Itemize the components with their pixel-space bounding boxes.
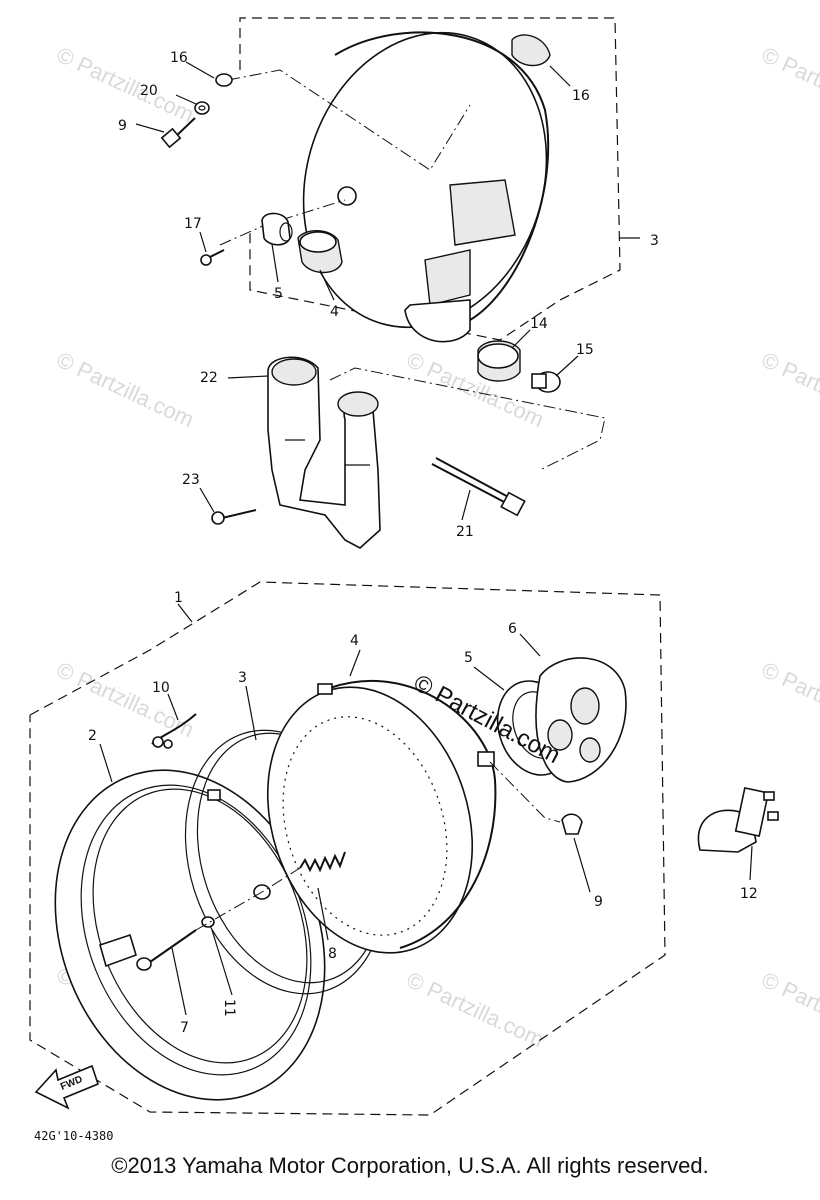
callout-9: 9 bbox=[118, 118, 127, 134]
screw-7 bbox=[136, 929, 197, 971]
callout-2: 2 bbox=[88, 728, 97, 744]
headlight-housing bbox=[302, 31, 551, 343]
copyright-footer: ©2013 Yamaha Motor Corporation, U.S.A. A… bbox=[111, 1153, 709, 1178]
sealed-beam-unit bbox=[266, 679, 497, 954]
dust-cover bbox=[535, 657, 627, 783]
washer-16-left bbox=[215, 73, 233, 87]
callout-20: 20 bbox=[140, 83, 158, 99]
bushing-4 bbox=[297, 230, 343, 274]
bushing-14 bbox=[477, 340, 521, 382]
callout-8: 8 bbox=[328, 946, 337, 962]
callout-1: 1 bbox=[174, 590, 183, 606]
callout-21: 21 bbox=[456, 524, 474, 540]
collar-15 bbox=[531, 371, 561, 393]
fwd-arrow-icon: FWD bbox=[34, 1064, 99, 1110]
bolt-9-top bbox=[160, 117, 196, 149]
callout-22: 22 bbox=[200, 370, 218, 386]
callout-4: 4 bbox=[330, 304, 339, 320]
callout-17: 17 bbox=[184, 216, 202, 232]
callout-14: 14 bbox=[530, 316, 548, 332]
diagram-code: 42G'10-4380 bbox=[34, 1129, 113, 1143]
callout-16: 16 bbox=[572, 88, 590, 104]
svg-text:© Partzilla.com: © Partzilla.com bbox=[53, 347, 198, 432]
callout-4: 4 bbox=[350, 633, 359, 649]
headlight-unit-group-outline bbox=[29, 581, 666, 1116]
svg-text:© Partzilla.com: © Partzilla.com bbox=[403, 967, 548, 1052]
callout-10: 10 bbox=[152, 680, 170, 696]
spring-8 bbox=[299, 851, 346, 873]
clip-10 bbox=[151, 713, 197, 749]
svg-text:© Partzilla.com: © Partzilla.com bbox=[758, 42, 820, 127]
headlight-stay bbox=[267, 356, 381, 549]
svg-text:© Partzilla.com: © Partzilla.com bbox=[758, 967, 820, 1052]
callout-3: 3 bbox=[238, 670, 247, 686]
exploded-parts-diagram: © Partzilla.com © Partzilla.com © Partzi… bbox=[29, 17, 820, 1143]
svg-text:© Partzilla.com: © Partzilla.com bbox=[403, 347, 548, 432]
callout-5: 5 bbox=[464, 650, 473, 666]
callout-11: 11 bbox=[221, 999, 237, 1017]
grommet-5 bbox=[261, 212, 293, 246]
callout-16: 16 bbox=[170, 50, 188, 66]
bolt-23 bbox=[211, 509, 257, 525]
callout-9: 9 bbox=[594, 894, 603, 910]
washer-20 bbox=[194, 101, 210, 115]
callout-5: 5 bbox=[274, 286, 283, 302]
callout-6: 6 bbox=[508, 621, 517, 637]
headlight-bulb bbox=[697, 787, 779, 853]
screw-9-bottom bbox=[561, 813, 583, 835]
screw-17 bbox=[200, 249, 225, 266]
callout-3: 3 bbox=[650, 233, 659, 249]
callout-23: 23 bbox=[182, 472, 200, 488]
bolt-21 bbox=[431, 457, 526, 517]
housing-group-outline bbox=[239, 17, 621, 341]
callout-7: 7 bbox=[180, 1020, 189, 1036]
callout-15: 15 bbox=[576, 342, 594, 358]
svg-text:© Partzilla.com: © Partzilla.com bbox=[758, 347, 820, 432]
callout-12: 12 bbox=[740, 886, 758, 902]
svg-text:© Partzilla.com: © Partzilla.com bbox=[758, 657, 820, 742]
